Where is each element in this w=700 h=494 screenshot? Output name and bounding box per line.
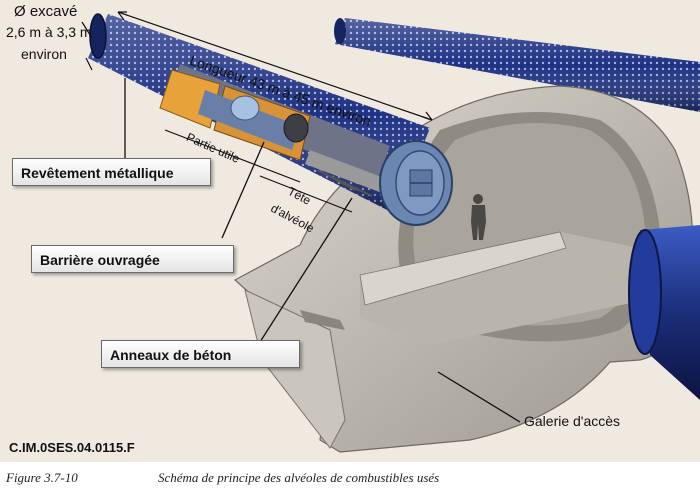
background-alveole-tube bbox=[334, 18, 700, 112]
diameter-range: 2,6 m à 3,3 m bbox=[6, 24, 92, 40]
diagram-figure: Ø excavé 2,6 m à 3,3 m environ Longueur … bbox=[0, 0, 700, 462]
diameter-label: Ø excavé bbox=[14, 3, 78, 20]
callout-leaders bbox=[124, 78, 521, 423]
access-tube-right bbox=[628, 225, 700, 400]
callout-barriere-ouvragee: Barrière ouvragée bbox=[31, 245, 234, 273]
main-alveole-tube bbox=[88, 13, 453, 226]
callout-anneaux-de-beton: Anneaux de béton bbox=[101, 340, 300, 368]
diameter-suffix: environ bbox=[21, 46, 67, 62]
callout-revetement-metallique: Revêtement métallique bbox=[12, 158, 211, 186]
figure-reference: C.IM.0SES.04.0115.F bbox=[9, 440, 135, 455]
caption-text: Schéma de principe des alvéoles de combu… bbox=[158, 470, 440, 485]
person-silhouette bbox=[471, 194, 486, 240]
caption-number: Figure 3.7-10 bbox=[6, 470, 78, 485]
diagram-artwork bbox=[81, 11, 700, 453]
dimension-lines bbox=[81, 11, 433, 213]
galerie-label: Galerie d'accès bbox=[524, 413, 621, 429]
figure-caption: Figure 3.7-10 Schéma de principe des alv… bbox=[6, 470, 696, 490]
